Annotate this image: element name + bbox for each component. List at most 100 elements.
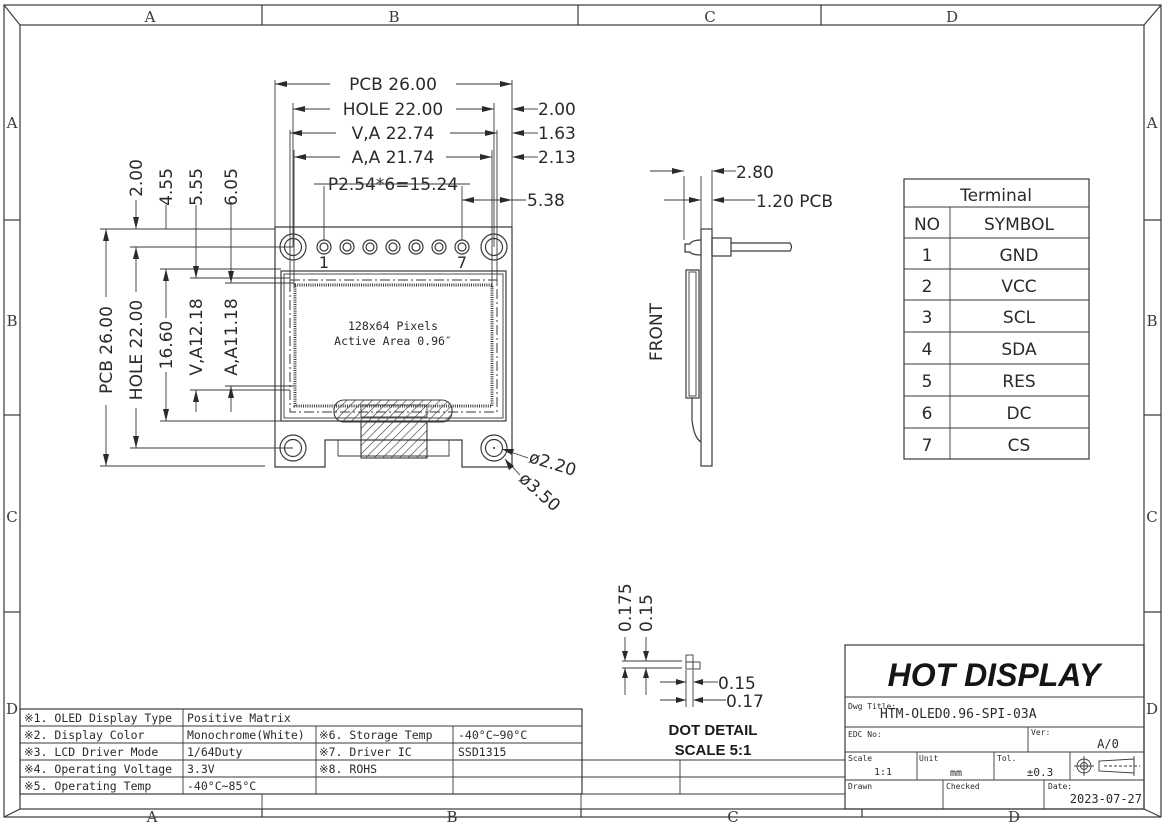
terminal-row-symbol: GND bbox=[1000, 246, 1039, 266]
module-top-view: 1 7 128x64 Pixels Active Area 0.96″ bbox=[274, 226, 513, 468]
side-view-label: FRONT bbox=[647, 302, 667, 361]
spec-label: ※8. ROHS bbox=[319, 762, 377, 776]
terminal-row-no: 7 bbox=[922, 436, 933, 456]
vertical-dimensions: PCB 26.00 HOLE 22.00 16.60 V,A12.18 A,A1… bbox=[97, 159, 294, 467]
spec-value: -40°C~85°C bbox=[187, 779, 256, 793]
zone-col-bottom-b: B bbox=[446, 808, 457, 826]
terminal-row-no: 2 bbox=[922, 277, 933, 297]
side-pcb bbox=[700, 228, 713, 467]
dot-detail-title: DOT DETAIL bbox=[669, 722, 758, 739]
zone-col-bottom-a: A bbox=[146, 808, 158, 826]
dim-dot-0-175: 0.175 bbox=[616, 583, 636, 632]
unit-label: Unit bbox=[919, 754, 938, 763]
zone-row-left-c: C bbox=[6, 508, 17, 526]
checked-label: Checked bbox=[946, 782, 980, 791]
hole-diameter-callouts: ø2.20 ø3.50 bbox=[501, 448, 579, 516]
tolerance-value: ±0.3 bbox=[1027, 766, 1054, 779]
spec-label: ※5. Operating Temp bbox=[24, 779, 151, 793]
pin-7-label: 7 bbox=[457, 253, 467, 272]
dim-top-2-00: 2.00 bbox=[127, 159, 147, 197]
zone-col-top-c: C bbox=[704, 8, 715, 26]
display-active-area-text: Active Area 0.96″ bbox=[334, 334, 452, 348]
tol-label: Tol. bbox=[997, 754, 1016, 763]
viewing-area bbox=[289, 279, 498, 413]
dim-right-2-13: 2.13 bbox=[538, 148, 576, 168]
dim-right-2-00: 2.00 bbox=[538, 100, 576, 120]
ver-label: Ver: bbox=[1031, 728, 1050, 737]
dim-hole-height: HOLE 22.00 bbox=[127, 300, 147, 400]
spec-label: ※3. LCD Driver Mode bbox=[24, 745, 158, 759]
zone-row-right-d: D bbox=[1146, 700, 1158, 718]
third-angle-projection-icon bbox=[1074, 756, 1140, 776]
terminal-row-symbol: DC bbox=[1007, 404, 1032, 424]
dim-pcb-height: PCB 26.00 bbox=[97, 306, 117, 394]
spec-value: SSD1315 bbox=[458, 745, 506, 759]
terminal-row-no: 1 bbox=[922, 246, 933, 266]
zone-col-top-a: A bbox=[144, 8, 156, 26]
dim-right-5-38: 5.38 bbox=[527, 191, 565, 211]
company-name: HOT DISPLAY bbox=[888, 657, 1103, 693]
date-value: 2023-07-27 bbox=[1070, 792, 1142, 806]
terminal-header-no: NO bbox=[914, 215, 940, 235]
zone-labels: A B C D A B C D A B C D A B C D bbox=[6, 8, 1158, 826]
dim-pcb-width: PCB 26.00 bbox=[349, 75, 437, 95]
terminal-row-symbol: SCL bbox=[1003, 308, 1036, 328]
dim-16-60: 16.60 bbox=[157, 321, 177, 370]
dim-hole-width: HOLE 22.00 bbox=[343, 100, 443, 120]
mount-hole-bottom-right bbox=[480, 434, 508, 462]
dot-detail: 0.175 0.15 0.15 0.17 DOT DETAIL SCALE 5:… bbox=[616, 583, 764, 759]
spec-label: ※7. Driver IC bbox=[319, 745, 412, 759]
dim-viewing-area-width: V,A 22.74 bbox=[352, 124, 435, 144]
dim-dot-0-17: 0.17 bbox=[726, 692, 764, 712]
dim-top-4-55: 4.55 bbox=[157, 168, 177, 206]
dim-side-total: 2.80 bbox=[736, 163, 774, 183]
zone-row-right-b: B bbox=[1146, 312, 1157, 330]
zone-row-left-b: B bbox=[6, 312, 17, 330]
zone-col-top-b: B bbox=[388, 8, 399, 26]
dim-pin-pitch: P2.54*6=15.24 bbox=[328, 175, 458, 195]
scale-label: Scale bbox=[848, 754, 872, 763]
dot-detail-scale: SCALE 5:1 bbox=[675, 742, 752, 759]
terminal-row-symbol: RES bbox=[1002, 372, 1035, 392]
terminal-row-symbol: CS bbox=[1008, 436, 1031, 456]
drawn-label: Drawn bbox=[848, 782, 872, 791]
spec-label: ※2. Display Color bbox=[24, 728, 144, 742]
terminal-header-symbol: SYMBOL bbox=[984, 215, 1055, 235]
pin-1-label: 1 bbox=[319, 253, 329, 272]
terminal-row-symbol: SDA bbox=[1001, 340, 1037, 360]
spec-label: ※4. Operating Voltage bbox=[24, 762, 172, 776]
terminal-row-no: 5 bbox=[922, 372, 933, 392]
dim-dot-0-15-horizontal: 0.15 bbox=[718, 674, 756, 694]
scale-value: 1:1 bbox=[874, 767, 892, 778]
spec-value: 3.3V bbox=[187, 762, 215, 776]
title-block: HOT DISPLAY Dwg Title: HTM-OLED0.96-SPI-… bbox=[844, 644, 1145, 817]
fpc-tail bbox=[360, 421, 428, 459]
dim-top-6-05: 6.05 bbox=[222, 168, 242, 206]
date-label: Date: bbox=[1048, 782, 1072, 791]
terminal-table: Terminal NO SYMBOL 1 GND 2 VCC 3 SCL 4 S… bbox=[903, 178, 1090, 460]
dim-side-pcb: 1.20 PCB bbox=[756, 192, 833, 212]
zone-col-bottom-d: D bbox=[1008, 808, 1020, 826]
spec-table: ※1. OLED Display Type Positive Matrix ※2… bbox=[19, 708, 845, 809]
pin-header bbox=[316, 239, 470, 255]
terminal-row-no: 4 bbox=[922, 340, 933, 360]
version: A/0 bbox=[1097, 737, 1119, 751]
sheet-frame bbox=[3, 4, 1162, 818]
dim-active-area-width: A,A 21.74 bbox=[352, 148, 435, 168]
spec-value: Positive Matrix bbox=[187, 711, 291, 725]
zone-col-bottom-c: C bbox=[727, 808, 738, 826]
display-resolution-text: 128x64 Pixels bbox=[348, 319, 438, 333]
spec-label: ※6. Storage Temp bbox=[319, 728, 433, 742]
zone-row-right-c: C bbox=[1146, 508, 1157, 526]
horizontal-dimensions: PCB 26.00 HOLE 22.00 V,A 22.74 A,A 21.74… bbox=[274, 75, 576, 288]
zone-row-right-a: A bbox=[1146, 114, 1158, 132]
side-view: 2.80 1.20 PCB FRONT bbox=[647, 163, 833, 467]
spec-value: 1/64Duty bbox=[187, 745, 242, 759]
terminal-table-title: Terminal bbox=[959, 186, 1032, 206]
fpc-bend bbox=[333, 399, 453, 423]
zone-row-left-a: A bbox=[6, 114, 18, 132]
terminal-row-no: 3 bbox=[922, 308, 933, 328]
edc-label: EDC No: bbox=[848, 730, 882, 739]
dim-dot-0-15-vertical: 0.15 bbox=[637, 594, 657, 632]
